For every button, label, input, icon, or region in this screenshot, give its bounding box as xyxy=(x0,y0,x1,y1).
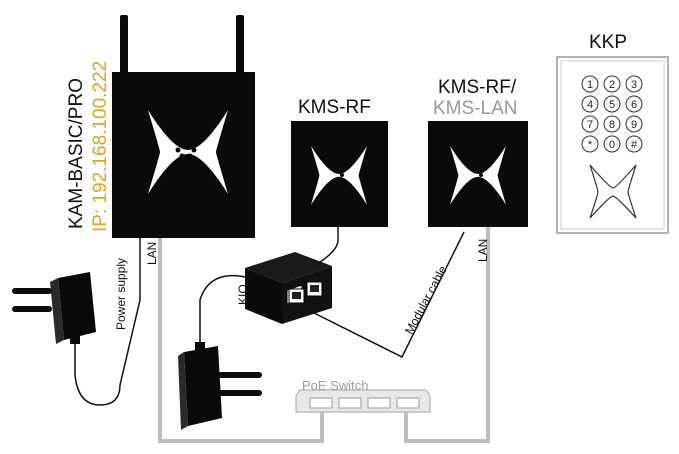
power-adapter-kam xyxy=(12,272,96,344)
kms-rf-lan-title-line2: KMS-LAN xyxy=(433,98,518,119)
keypad-key xyxy=(581,75,599,93)
kam-ip-address: IP: 192.168.100.222 xyxy=(90,60,111,232)
poe-switch-label: PoE Switch xyxy=(302,378,369,393)
kms-rf-to-kio-cable xyxy=(319,226,339,263)
kms-rf-lan-title-line1: KMS-RF/ xyxy=(438,77,517,98)
keypad-key xyxy=(603,115,621,133)
poe-switch xyxy=(295,389,431,413)
lan-label-left: LAN xyxy=(145,241,159,265)
keypad-key-label: 2 xyxy=(609,79,615,91)
lan-cable-kms-lan-to-switch xyxy=(404,226,490,443)
kam-antenna-right xyxy=(236,15,244,77)
keypad-key-label: 4 xyxy=(587,99,593,111)
keypad-key-label: # xyxy=(631,139,638,151)
keypad-key-label: 9 xyxy=(631,119,637,131)
lan-label-right: LAN xyxy=(476,238,490,262)
keypad-key-label: 3 xyxy=(631,79,637,91)
power-adapter-kio xyxy=(178,342,262,430)
keypad-key-label: 8 xyxy=(609,119,615,131)
modular-cable xyxy=(307,231,465,359)
keypad-key xyxy=(625,135,643,153)
keypad-key xyxy=(625,75,643,93)
kam-unit xyxy=(112,72,255,238)
keypad-key xyxy=(581,95,599,113)
keypad-key-label: 0 xyxy=(609,139,615,151)
kio-converter xyxy=(245,252,332,324)
kam-antenna-left xyxy=(120,15,128,77)
keypad-key xyxy=(581,115,599,133)
keypad-key-label: 7 xyxy=(587,119,593,131)
keypad-key xyxy=(625,95,643,113)
kio-label: KIO xyxy=(236,284,250,305)
kms-rf-lan-unit xyxy=(428,121,528,227)
keypad-key xyxy=(603,135,621,153)
keypad-key xyxy=(603,75,621,93)
kkp-title: KKP xyxy=(589,32,628,53)
keypad-key xyxy=(581,135,599,153)
kkp-keypad: 1 2 3 4 5 6 7 8 9 * 0 # xyxy=(556,56,669,234)
kms-rf-unit xyxy=(291,121,388,227)
keypad-key-label: 6 xyxy=(631,99,637,111)
keypad-key xyxy=(625,115,643,133)
power-supply-cable xyxy=(74,236,141,406)
keypad-key xyxy=(603,95,621,113)
power-supply-label: Power supply xyxy=(114,257,128,330)
kio-adapter-cable xyxy=(199,274,251,345)
kms-rf-title: KMS-RF xyxy=(298,97,371,118)
lan-cable-kam-to-switch xyxy=(158,235,324,443)
keypad-key-label: 1 xyxy=(587,79,593,91)
kam-title: KAM-BASIC/PRO xyxy=(66,78,87,229)
keypad-key-label: 5 xyxy=(609,99,615,111)
keypad-key-label: * xyxy=(588,139,593,151)
